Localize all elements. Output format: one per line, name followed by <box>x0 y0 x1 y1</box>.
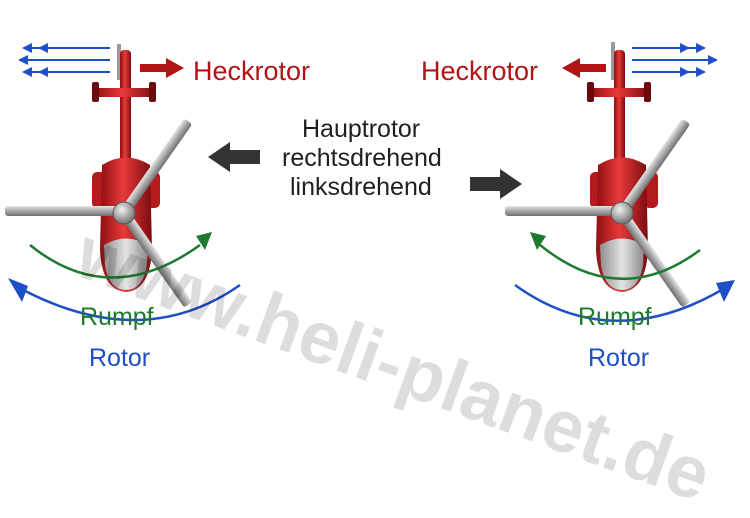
center-label-rechtsdrehend: rechtsdrehend <box>282 144 442 172</box>
tail-thrust-arrows-right <box>632 43 718 77</box>
tail-rotor-blade <box>117 44 121 80</box>
helicopter-left <box>5 44 192 307</box>
rumpf-rotation-arrow-right <box>530 232 701 280</box>
rotor-label-left: Rotor <box>89 344 151 372</box>
heckrotor-force-arrow-left <box>140 58 184 78</box>
heckrotor-label-right: Heckrotor <box>421 56 539 86</box>
tail-boom <box>120 50 131 170</box>
center-arrow-left <box>208 142 260 172</box>
horizontal-stabilizer <box>95 88 155 97</box>
rotor-hub <box>112 201 136 225</box>
main-rotor-blade <box>121 119 192 215</box>
center-label-linksdrehend: linksdrehend <box>290 173 432 201</box>
center-arrow-right <box>470 169 522 199</box>
rumpf-rotation-arrow-left <box>29 232 212 279</box>
main-rotor-blade <box>619 211 690 307</box>
rotor-rotation-arrow-left <box>8 278 241 322</box>
horizontal-stabilizer <box>590 88 650 97</box>
diagram-canvas <box>5 42 735 322</box>
stabilizer-fin <box>587 82 594 102</box>
stabilizer-fin <box>92 82 99 102</box>
tail-boom <box>614 50 625 170</box>
rumpf-label-right: Rumpf <box>578 303 652 331</box>
rotor-label-right: Rotor <box>588 344 650 372</box>
main-rotor-blade <box>619 119 690 215</box>
stabilizer-fin <box>149 82 156 102</box>
center-label-hauptrotor: Hauptrotor <box>302 115 421 143</box>
tail-thrust-arrows-left <box>18 43 110 77</box>
helicopter-right <box>505 42 690 307</box>
heckrotor-force-arrow-right <box>562 58 606 78</box>
tail-rotor-blade <box>611 42 615 80</box>
rotor-hub <box>610 201 634 225</box>
heckrotor-label-left: Heckrotor <box>193 56 311 86</box>
rumpf-label-left: Rumpf <box>80 303 154 331</box>
main-rotor-blade <box>121 211 192 307</box>
rotor-rotation-arrow-right <box>514 280 735 322</box>
stabilizer-fin <box>644 82 651 102</box>
main-rotor-blade <box>5 206 127 216</box>
main-rotor-blade <box>505 206 625 216</box>
